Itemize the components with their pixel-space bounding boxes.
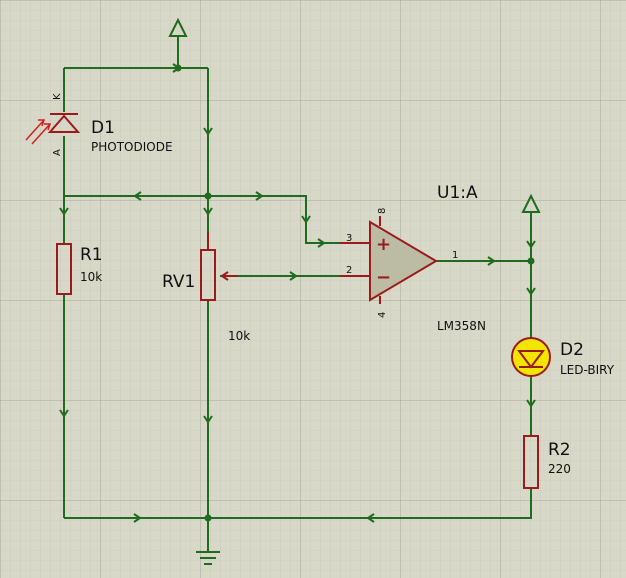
arrow (526, 399, 536, 408)
led-d2[interactable]: D2 LED-BIRY (511, 337, 615, 377)
r2-body (523, 435, 539, 489)
junctions (174, 64, 535, 522)
ground-symbol[interactable] (196, 551, 220, 565)
u1-pin-8: 8 (377, 208, 388, 214)
wire-middle-bus (64, 195, 368, 244)
d1-pin-a: A (52, 149, 63, 156)
d2-ref: D2 (560, 340, 584, 360)
wire-top-vcc (64, 36, 208, 69)
r2-ref: R2 (548, 440, 571, 460)
wires (59, 36, 536, 552)
r2-value: 220 (548, 462, 571, 476)
resistor-r2[interactable]: R2 220 (523, 435, 571, 489)
arrow (526, 287, 536, 296)
u1-value: LM358N (437, 319, 486, 333)
opamp-plus-symbol: + (376, 234, 391, 255)
d2-value: LED-BIRY (560, 363, 615, 377)
arrow (301, 215, 311, 224)
rv1-wiper-arrow (221, 271, 238, 281)
arrow (133, 191, 142, 201)
arrow (317, 238, 326, 248)
junction-dot (204, 514, 212, 522)
arrow (59, 207, 69, 216)
arrow (289, 271, 298, 281)
d1-value: PHOTODIODE (91, 140, 173, 154)
arrow (487, 256, 496, 266)
potentiometer-rv1[interactable]: RV1 10k (162, 232, 250, 343)
led-body (511, 337, 551, 377)
junction-dot (527, 257, 535, 265)
junction-dot (174, 64, 182, 72)
arrow (203, 207, 213, 216)
opamp-minus-symbol: − (376, 267, 391, 288)
d1-ref: D1 (91, 118, 115, 138)
power-terminal-right[interactable] (521, 193, 541, 213)
power-terminal-top[interactable] (168, 17, 188, 37)
rv1-body (200, 249, 216, 301)
arrow (59, 409, 69, 418)
arrow (133, 513, 142, 523)
opamp-pins (340, 216, 381, 304)
u1-pin-3: 3 (346, 233, 352, 244)
arrow (526, 240, 536, 249)
light-arrows-icon (25, 119, 52, 145)
u1-pin-2: 2 (346, 265, 352, 276)
rv1-value: 10k (228, 329, 250, 343)
rv1-ref: RV1 (162, 272, 195, 292)
opamp-triangle (369, 220, 438, 302)
resistor-r1[interactable]: R1 10k (56, 243, 103, 295)
opamp-u1[interactable]: + − 3 2 1 8 4 U1:A LM358N (340, 183, 486, 333)
junction-dot (204, 192, 212, 200)
r1-value: 10k (80, 270, 102, 284)
arrow (366, 513, 375, 523)
photodiode-symbol (47, 113, 81, 133)
u1-pin-4: 4 (377, 312, 388, 318)
u1-ref: U1:A (437, 183, 478, 203)
photodiode-d1[interactable]: K A D1 PHOTODIODE (25, 93, 173, 156)
u1-pin-1: 1 (452, 250, 458, 261)
arrow (255, 191, 264, 201)
r1-body (56, 243, 72, 295)
arrow (203, 127, 213, 136)
arrow (203, 415, 213, 424)
wire-bottom-bus (64, 488, 532, 519)
led-diode-icon (517, 350, 545, 369)
d1-pin-k: K (52, 93, 63, 100)
r1-ref: R1 (80, 245, 103, 265)
